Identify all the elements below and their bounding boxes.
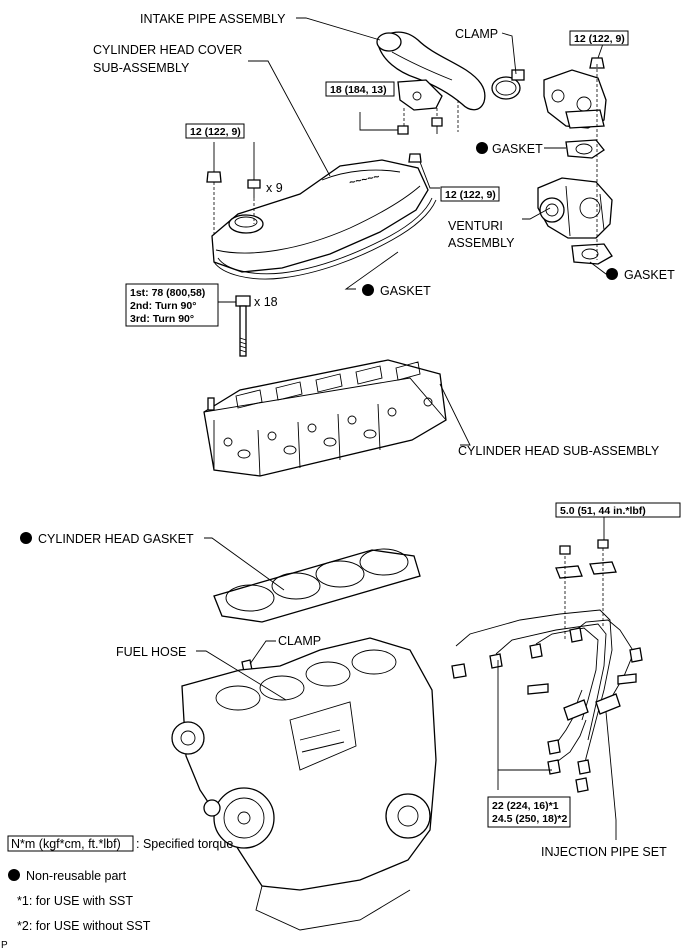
label-venturi-2: ASSEMBLY xyxy=(448,236,515,250)
cover-fasteners xyxy=(206,171,261,236)
label-clamp-top: CLAMP xyxy=(455,27,498,41)
legend-non-reusable: Non-reusable part xyxy=(26,869,127,883)
torque-cover-nut-right: 12 (122, 9) xyxy=(445,189,496,201)
label-cylinder-head-cover-2: SUB-ASSEMBLY xyxy=(93,61,190,75)
label-venturi-1: VENTURI xyxy=(448,219,503,233)
torque-box-union-nut: 22 (224, 16)*1 24.5 (250, 18)*2 xyxy=(487,796,571,828)
label-gasket-venturi-bottom: GASKET xyxy=(624,268,675,282)
torque-cover-nut-left: 12 (122, 9) xyxy=(190,126,241,138)
torque-head-bolt-1: 1st: 78 (800,58) xyxy=(130,287,205,299)
torque-box-intake-bolt: 18 (184, 13) xyxy=(325,81,395,97)
non-reusable-dot-gasket-cover xyxy=(362,284,374,296)
non-reusable-dot-gasket-bottom xyxy=(606,268,618,280)
label-cylinder-head-gasket: CYLINDER HEAD GASKET xyxy=(38,532,194,546)
venturi-upper-housing xyxy=(543,57,607,129)
torque-union-nut-1: 22 (224, 16)*1 xyxy=(492,800,559,812)
torque-box-clamp-nut: 5.0 (51, 44 in.*lbf) xyxy=(555,502,681,518)
torque-box-intake-nut: 12 (122, 9) xyxy=(569,30,629,46)
injection-pipe-set xyxy=(451,539,643,793)
label-x9: x 9 xyxy=(266,181,283,195)
torque-intake-nut: 12 (122, 9) xyxy=(574,33,625,45)
label-x18: x 18 xyxy=(254,295,278,309)
corner-code: P xyxy=(1,940,8,951)
label-clamp-bottom: CLAMP xyxy=(278,634,321,648)
legend-torque-text: : Specified torque xyxy=(136,837,233,851)
torque-box-head-bolt: 1st: 78 (800,58) 2nd: Turn 90° 3rd: Turn… xyxy=(125,283,219,327)
leader-lines xyxy=(196,17,617,840)
torque-box-cover-nut-left: 12 (122, 9) xyxy=(185,123,245,139)
torque-clamp-nut: 5.0 (51, 44 in.*lbf) xyxy=(560,505,646,517)
label-injection-pipe-set: INJECTION PIPE SET xyxy=(541,845,667,859)
non-reusable-dot-gasket-top xyxy=(476,142,488,154)
non-reusable-dot-head-gasket xyxy=(20,532,32,544)
legend-note-1: *1: for USE with SST xyxy=(17,894,133,908)
cylinder-head-cover-gasket xyxy=(213,197,437,280)
intake-pipe-assembly xyxy=(376,31,486,111)
venturi-gasket-top xyxy=(565,139,605,159)
legend: N*m (kgf*cm, ft.*lbf) : Specified torque… xyxy=(7,835,233,933)
torque-box-cover-nut-right: 12 (122, 9) xyxy=(440,186,500,202)
legend-torque-unit: N*m (kgf*cm, ft.*lbf) xyxy=(11,837,121,851)
clamp-top xyxy=(491,69,525,100)
cylinder-head-sub-assembly xyxy=(203,359,447,477)
venturi-gasket-bottom xyxy=(571,243,613,265)
label-cylinder-head-sub-assembly: CYLINDER HEAD SUB-ASSEMBLY xyxy=(458,444,660,458)
torque-union-nut-2: 24.5 (250, 18)*2 xyxy=(492,813,567,825)
torque-head-bolt-2: 2nd: Turn 90° xyxy=(130,300,196,312)
torque-intake-bolt: 18 (184, 13) xyxy=(330,84,387,96)
engine-block xyxy=(171,637,437,931)
label-intake-pipe: INTAKE PIPE ASSEMBLY xyxy=(140,12,286,26)
intake-bolts xyxy=(397,100,459,163)
label-gasket-cover: GASKET xyxy=(380,284,431,298)
legend-non-reusable-dot xyxy=(8,869,20,881)
cylinder-head-gasket xyxy=(213,548,421,623)
label-fuel-hose: FUEL HOSE xyxy=(116,645,186,659)
label-gasket-venturi-top: GASKET xyxy=(492,142,543,156)
label-cylinder-head-cover-1: CYLINDER HEAD COVER xyxy=(93,43,242,57)
cylinder-head-cover: ~~~~~ xyxy=(211,159,429,273)
legend-note-2: *2: for USE without SST xyxy=(17,919,151,933)
head-bolt xyxy=(235,295,251,357)
venturi-assembly xyxy=(537,177,613,239)
torque-head-bolt-3: 3rd: Turn 90° xyxy=(130,313,194,325)
